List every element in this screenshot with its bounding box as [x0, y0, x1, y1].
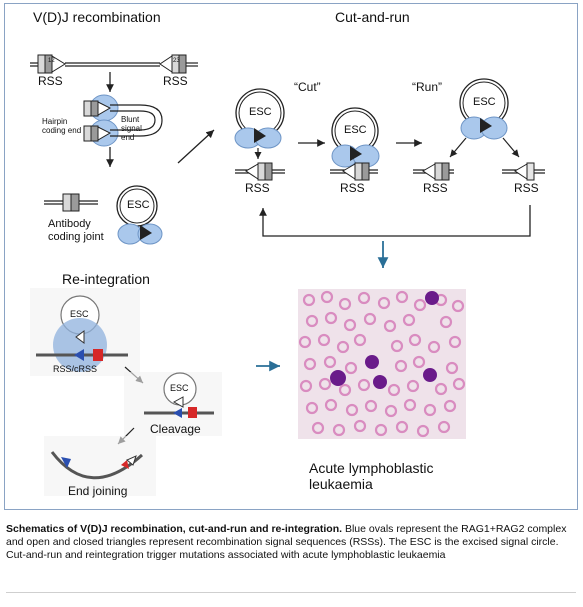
rss-label-run-2: RSS	[514, 181, 539, 195]
reintegration-step-3	[44, 436, 156, 496]
vdj-title: V(D)J recombination	[33, 9, 161, 25]
vdj-esc-circle	[116, 185, 163, 245]
blood-smear-image	[298, 289, 466, 439]
return-loop-arrow	[259, 205, 531, 237]
cutrun-dna-3	[413, 162, 545, 181]
vdj-esc-label: ESC	[127, 199, 150, 211]
rss-label-right: RSS	[163, 74, 188, 88]
figure-caption: Schematics of V(D)J recombination, cut-a…	[6, 523, 576, 563]
vdj-hairpin-stage	[83, 94, 163, 147]
reint-esc-label-2: ESC	[170, 383, 189, 393]
reintegration-title: Re-integration	[62, 271, 150, 287]
end-joining-label: End joining	[68, 484, 128, 498]
rss-label-cut-1: RSS	[245, 181, 270, 195]
rss-23-mark: 23	[173, 58, 180, 64]
run-label: “Run”	[412, 80, 443, 94]
cutrun-esc-1	[234, 88, 285, 159]
hairpin-label: Hairpin coding end	[42, 117, 82, 135]
cutrun-dna-2	[330, 162, 378, 181]
cleavage-label: Cleavage	[150, 422, 201, 436]
reintegration-step-1	[30, 288, 140, 376]
vdj-coding-joint	[44, 193, 98, 212]
caption-divider	[6, 592, 576, 593]
blunt-label: Blunt signal end	[121, 115, 142, 142]
esc-label-3: ESC	[473, 96, 496, 108]
rss-12-mark: 12	[48, 58, 55, 64]
esc-label-2: ESC	[344, 124, 367, 136]
caption-text: Blue ovals represent the RAG1+RAG2 compl…	[6, 523, 567, 562]
leukaemia-label: Acute lymphoblastic leukaemia	[309, 460, 434, 492]
reint-esc-label-1: ESC	[70, 309, 89, 319]
cutrun-title: Cut-and-run	[335, 9, 410, 25]
caption-bold: Schematics of V(D)J recombination, cut-a…	[6, 523, 343, 535]
vdj-top-dna	[30, 54, 198, 74]
esc-label-1: ESC	[249, 106, 272, 118]
cutrun-dna-1	[235, 162, 285, 181]
vdj-to-cutrun-arrow	[177, 129, 215, 164]
cut-label: “Cut”	[294, 80, 321, 94]
cutrun-esc-2	[331, 107, 380, 168]
rss-crss-label: RSS/cRSS	[53, 364, 98, 374]
rss-label-left: RSS	[38, 74, 63, 88]
rss-label-cut-2: RSS	[340, 181, 365, 195]
rss-label-run-1: RSS	[423, 181, 448, 195]
cutrun-esc-3	[449, 78, 520, 158]
antibody-label: Antibody coding joint	[48, 218, 104, 243]
reintegration-step-2	[124, 372, 222, 436]
